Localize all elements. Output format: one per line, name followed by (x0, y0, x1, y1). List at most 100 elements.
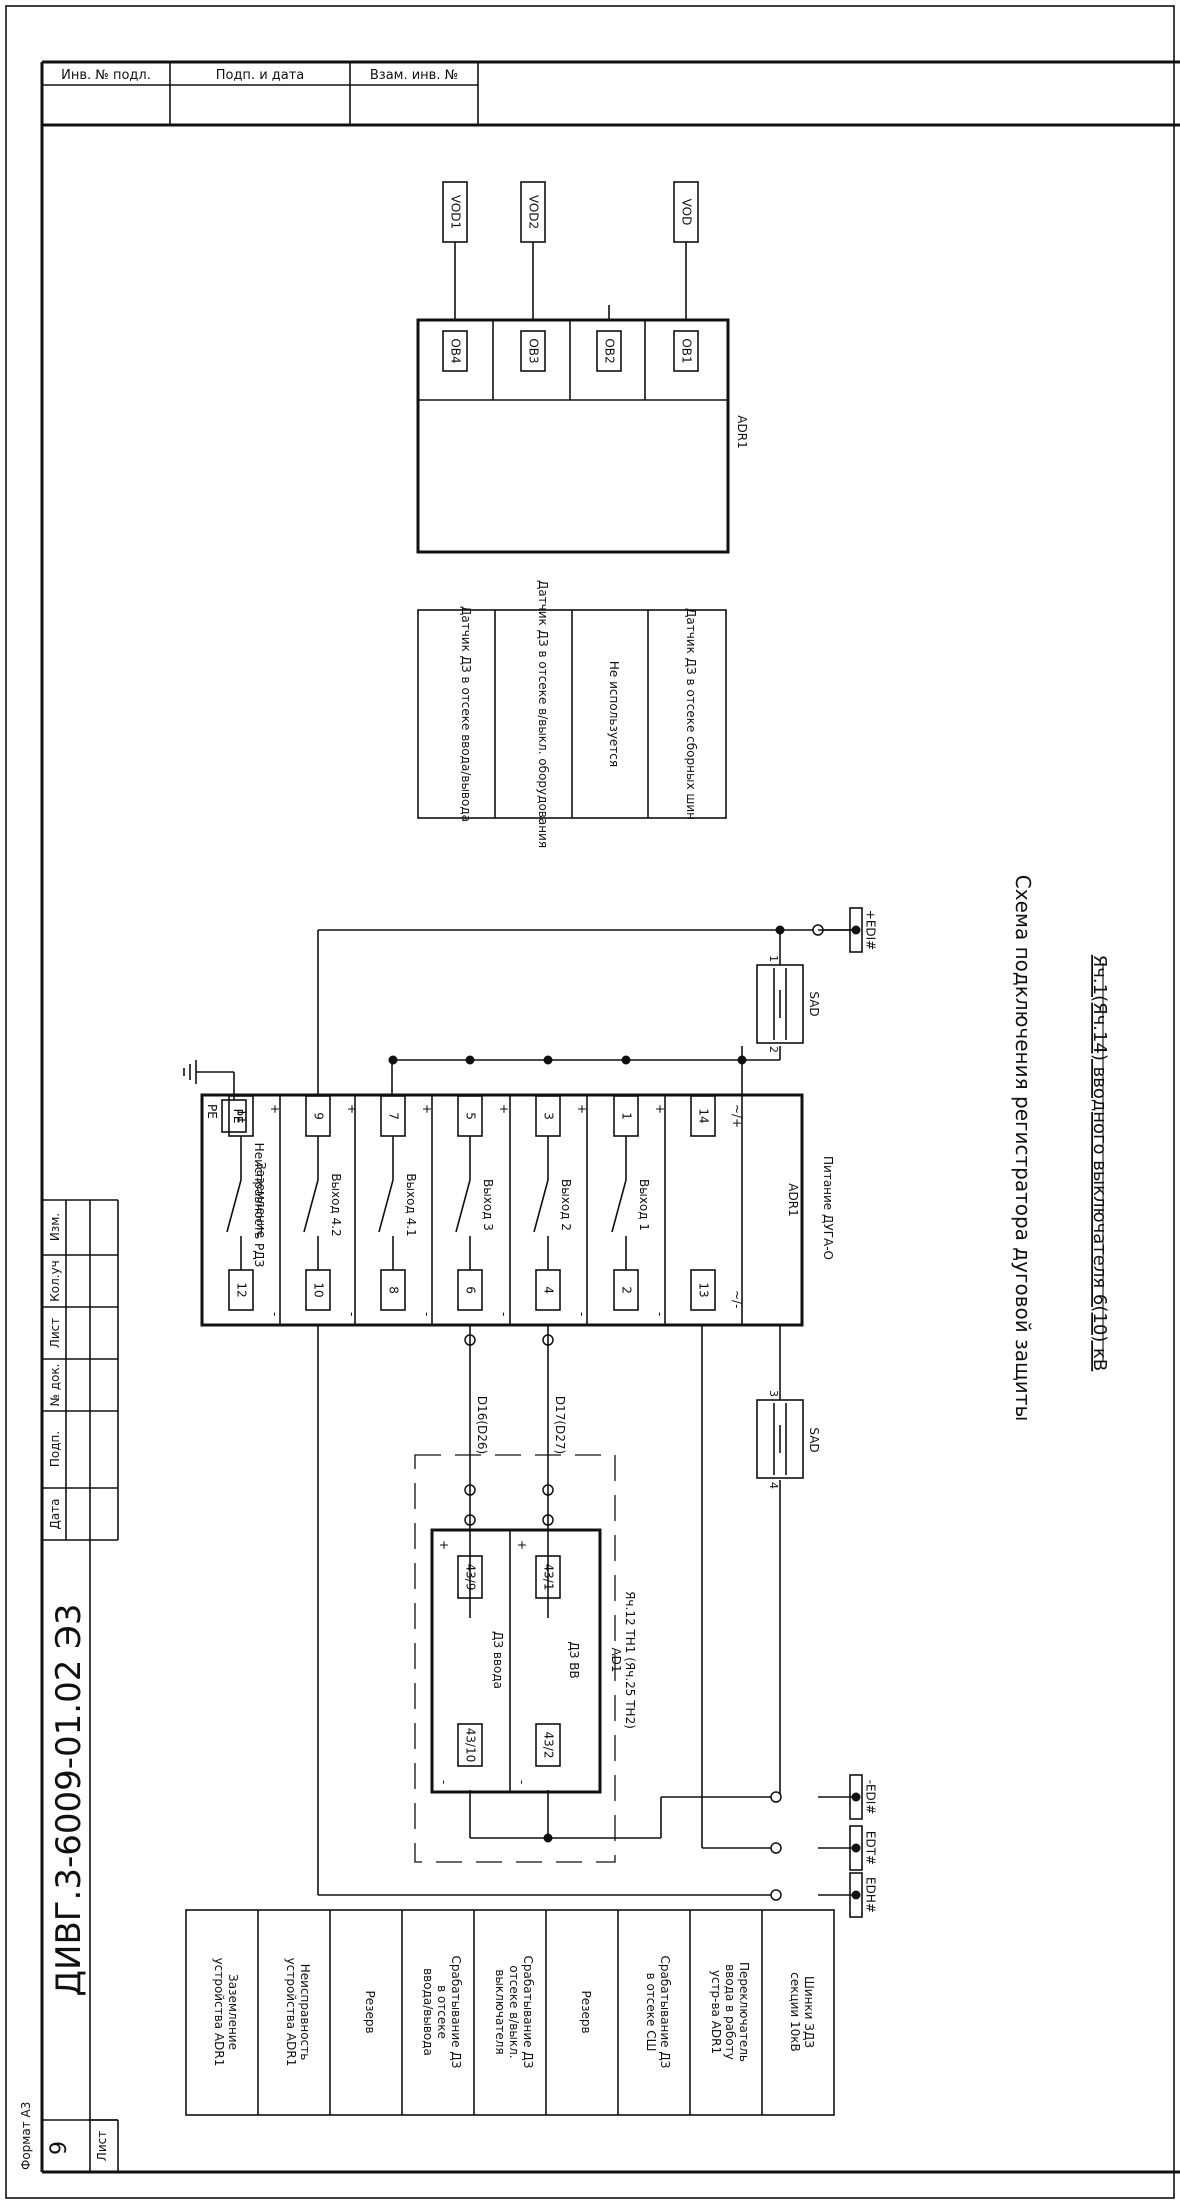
junction-dot (543, 1055, 553, 1065)
terminal-number: 6 (464, 1286, 478, 1294)
terminal-minus: - (420, 1312, 434, 1316)
junction-dot (737, 1055, 747, 1065)
output-label: Выход 3 (481, 1179, 495, 1231)
stamp-col-ndok: № док. (48, 1364, 62, 1407)
stamp-sign-date: Подп. и дата (216, 68, 305, 83)
sensor-table (417, 609, 727, 819)
diagram-title: Схема подключения регистратора дуговой з… (1011, 875, 1035, 1421)
function-cell: Срабатывание ДЗотсеке в/выкл.выключателя (493, 1956, 535, 2069)
wire-d17: D17(D27) (553, 1396, 567, 1454)
sensor-label: VOD1 (449, 195, 463, 229)
function-cell: Резерв (363, 1990, 377, 2033)
contact-blade (611, 1179, 627, 1233)
junction-dot (388, 1055, 398, 1065)
drawing-frame (5, 5, 1180, 2199)
terminal-plus: + (497, 1104, 511, 1114)
function-cell: Неисправностьустройства ADR1 (284, 1958, 312, 2067)
terminal-minus: - (575, 1312, 589, 1316)
contact-blade (533, 1179, 549, 1233)
function-table: Заземлениеустройства ADR1 Неисправностьус… (185, 1909, 835, 2116)
terminal-number: 10 (312, 1282, 326, 1297)
terminal-point (770, 1889, 782, 1901)
adr1-terminal-column: 34+-Выход 2 (533, 1095, 589, 1316)
sad-bottom-label: SAD (807, 1427, 821, 1452)
bus-box (849, 1825, 863, 1871)
terminal-minus: - (268, 1312, 282, 1316)
output-label: Выход 2 (559, 1179, 573, 1231)
cell-title: Яч.12 ТН1 (Яч.25 ТН2) (623, 1591, 637, 1729)
output-label: Выход 4.2 (329, 1173, 343, 1236)
terminal-number: 12 (235, 1282, 249, 1297)
bus-terminal: -EDI# (818, 1774, 878, 1820)
junction-dot (465, 1055, 475, 1065)
terminal-box (690, 1269, 716, 1311)
cell-terminal: 43/2 (542, 1732, 556, 1759)
junction-nodes (388, 924, 824, 1901)
cell-block (414, 1454, 616, 1863)
power-label: Питание ДУГА-О (821, 1156, 835, 1260)
adr1-terminal-block (200, 1093, 804, 1327)
contact-blade (378, 1179, 394, 1233)
terminal-number: 4 (542, 1286, 556, 1294)
sad-bottom-pin-4: 4 (767, 1482, 780, 1489)
terminal-plus: + (345, 1104, 359, 1114)
port-label: ОВ3 (527, 338, 541, 363)
sensor-label: VOD (680, 199, 694, 226)
diagram-subtitle: Яч.1(Яч.14) вводного выключателя 6(10) к… (1089, 955, 1110, 1371)
cell-wiring (469, 1325, 549, 1838)
bus-label: -EDI# (864, 1780, 878, 1815)
junction-dot (775, 925, 785, 935)
terminal-minus: - (497, 1312, 511, 1316)
adr1-terminal-column: 12+-Выход 1 (611, 1095, 667, 1316)
sad-switch-bottom (756, 1399, 804, 1479)
wire-d16: D16(D26) (475, 1396, 489, 1454)
cell-minus: - (515, 1780, 529, 1784)
sad-top-pin-1: 1 (767, 955, 780, 962)
bus-box (849, 1774, 863, 1820)
document-code: ДИВГ.3-6009-01.02 Э3 (49, 1603, 89, 1996)
terminal-number: 7 (387, 1112, 401, 1120)
pe-edge-label: PE (205, 1104, 219, 1119)
adr1-main-label: ADR1 (786, 1183, 800, 1216)
sad-top-label: SAD (807, 991, 821, 1016)
function-cell: Переключательввода в работуустр-ва ADR1 (709, 1962, 751, 2062)
bus-dot (851, 925, 861, 935)
bus-dot (851, 1792, 861, 1802)
ground-label: Заземление (254, 1162, 268, 1238)
terminal-minus: - (653, 1312, 667, 1316)
bus-terminal: EDT# (818, 1825, 878, 1871)
terminal-point (770, 1791, 782, 1803)
function-cell: Заземлениеустройства ADR1 (212, 1958, 240, 2067)
adr1-terminal-column: 910+-Выход 4.2 (303, 1095, 359, 1316)
function-cell: Резерв (579, 1990, 593, 2033)
terminal-plus: + (420, 1104, 434, 1114)
common-wiring (317, 929, 856, 1896)
cell-plus: + (437, 1540, 451, 1550)
output-label: Выход 4.1 (404, 1173, 418, 1236)
sad-switch-top (756, 964, 804, 1044)
contact-blade (455, 1179, 471, 1233)
function-cell: Шинки ЗДЗсекции 10кВ (788, 1972, 816, 2052)
sad-top-pin-2: 2 (767, 1046, 780, 1053)
sheet-number: 9 (47, 2141, 72, 2155)
output-label: Выход 1 (637, 1179, 651, 1231)
cell-terminal: 43/9 (464, 1564, 478, 1591)
junction-dot (621, 1055, 631, 1065)
adr1-optical-block (416, 181, 730, 554)
bus-terminal: EDH# (818, 1872, 878, 1918)
port-label: ОВ4 (449, 338, 463, 363)
terminal-number: 14 (697, 1108, 711, 1123)
terminal-number: 13 (697, 1282, 711, 1297)
cell-row-label: ДЗ ВВ (567, 1641, 581, 1678)
terminal-number: 11 (235, 1108, 249, 1123)
sensor-desc-3: Не используется (607, 661, 621, 767)
bus-label: +EDI# (864, 910, 878, 950)
bus-box (849, 907, 863, 953)
stamp-col-podp: Подп. (48, 1431, 62, 1467)
power-plus: ~/+ (730, 1104, 744, 1128)
terminal-number: 1 (620, 1112, 634, 1120)
stamp-col-data: Дата (48, 1498, 62, 1529)
